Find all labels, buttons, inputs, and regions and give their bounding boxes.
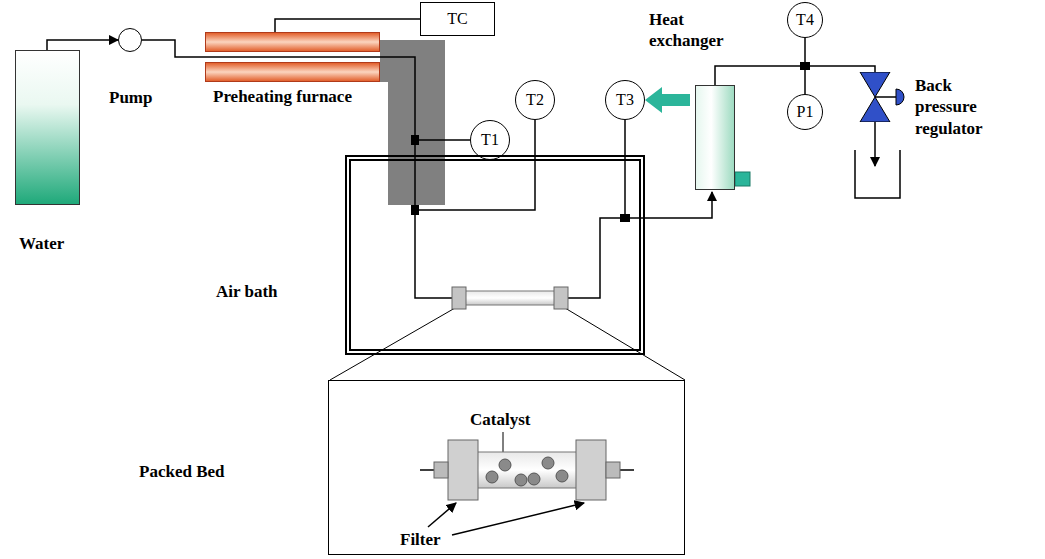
temperature-controller: TC — [420, 2, 495, 36]
beaker — [855, 150, 900, 198]
heat-exchanger: Heat exchanger — [695, 85, 735, 190]
tee-fitting — [620, 214, 630, 222]
instrument-tag: T4 — [796, 12, 814, 28]
fitting-nut — [434, 462, 448, 478]
packed-bed-small — [452, 287, 568, 309]
bed-tube — [474, 452, 580, 488]
part-label: Water — [19, 233, 64, 254]
pressure-gauge: P1 — [787, 94, 823, 130]
thermocouple: T3 — [605, 80, 645, 120]
instrument-tag: T1 — [481, 132, 499, 148]
sensor-line — [624, 120, 626, 218]
pump: Pump — [118, 28, 142, 52]
valve-symbol — [858, 72, 906, 122]
leader-arrow — [428, 503, 456, 527]
part-label: Heat exchanger — [649, 9, 749, 52]
sensor-line — [415, 139, 470, 141]
pipe-connector — [275, 19, 420, 32]
part-label: Preheating furnace — [213, 86, 352, 107]
packed-bed-detail — [420, 440, 634, 500]
bed-pipe — [420, 469, 434, 471]
catalyst-particle — [528, 473, 540, 485]
valve-body — [860, 72, 890, 97]
tee-fitting — [411, 205, 419, 215]
bed-cap — [554, 287, 568, 309]
instrument-tag: T2 — [526, 92, 544, 108]
tee-fitting — [411, 135, 419, 145]
bed-tube — [462, 291, 558, 305]
part-label: Air bath — [216, 281, 278, 302]
part-label: Packed Bed — [139, 461, 224, 482]
valve-body — [860, 97, 890, 122]
part-label: Catalyst — [470, 410, 530, 430]
part-label: Filter — [400, 530, 441, 550]
bed-pipe — [620, 469, 634, 471]
catalyst-particle — [499, 459, 511, 471]
feed-pipe — [205, 57, 455, 298]
valve-stem — [875, 96, 896, 98]
heater-bar — [205, 32, 380, 52]
air-bath: Air bath — [345, 155, 645, 355]
coolant-arrow — [645, 87, 690, 113]
leader-arrow — [452, 503, 584, 535]
packed-bed-inset: Packed Bed — [328, 380, 685, 555]
catalyst-particle — [556, 470, 568, 482]
pipe-connector — [142, 40, 205, 57]
filter-cap — [448, 440, 478, 500]
water-tank: Water — [15, 50, 80, 205]
catalyst-particle — [515, 474, 527, 486]
pipe-connector — [804, 38, 806, 94]
pipe-connector — [47, 40, 118, 50]
catalyst-particle — [542, 457, 554, 469]
pipe-connector — [715, 66, 875, 85]
instrument-tag: T3 — [616, 92, 634, 108]
coolant-port — [735, 172, 750, 186]
sensor-line — [415, 120, 535, 210]
thermocouple: T1 — [470, 120, 510, 160]
thermocouple: T2 — [515, 80, 555, 120]
catalyst-particle — [486, 471, 498, 483]
back-pressure-regulator: Back pressure regulator — [858, 72, 906, 122]
part-label: Pump — [109, 87, 152, 108]
valve-actuator — [896, 89, 904, 105]
insulation — [380, 40, 445, 205]
instrument-tag: P1 — [797, 104, 814, 120]
outlet-pipe — [565, 192, 712, 298]
preheating-furnace: Preheating furnace — [205, 32, 380, 82]
fitting-nut — [606, 462, 620, 478]
zoom-line — [565, 308, 685, 380]
bed-cap — [452, 287, 466, 309]
part-label: Back pressure regulator — [915, 75, 1003, 139]
heater-bar — [205, 62, 380, 82]
instrument-tag: TC — [447, 11, 467, 27]
filter-cap — [576, 440, 606, 500]
drain-line — [874, 122, 876, 166]
thermocouple: T4 — [787, 2, 823, 38]
